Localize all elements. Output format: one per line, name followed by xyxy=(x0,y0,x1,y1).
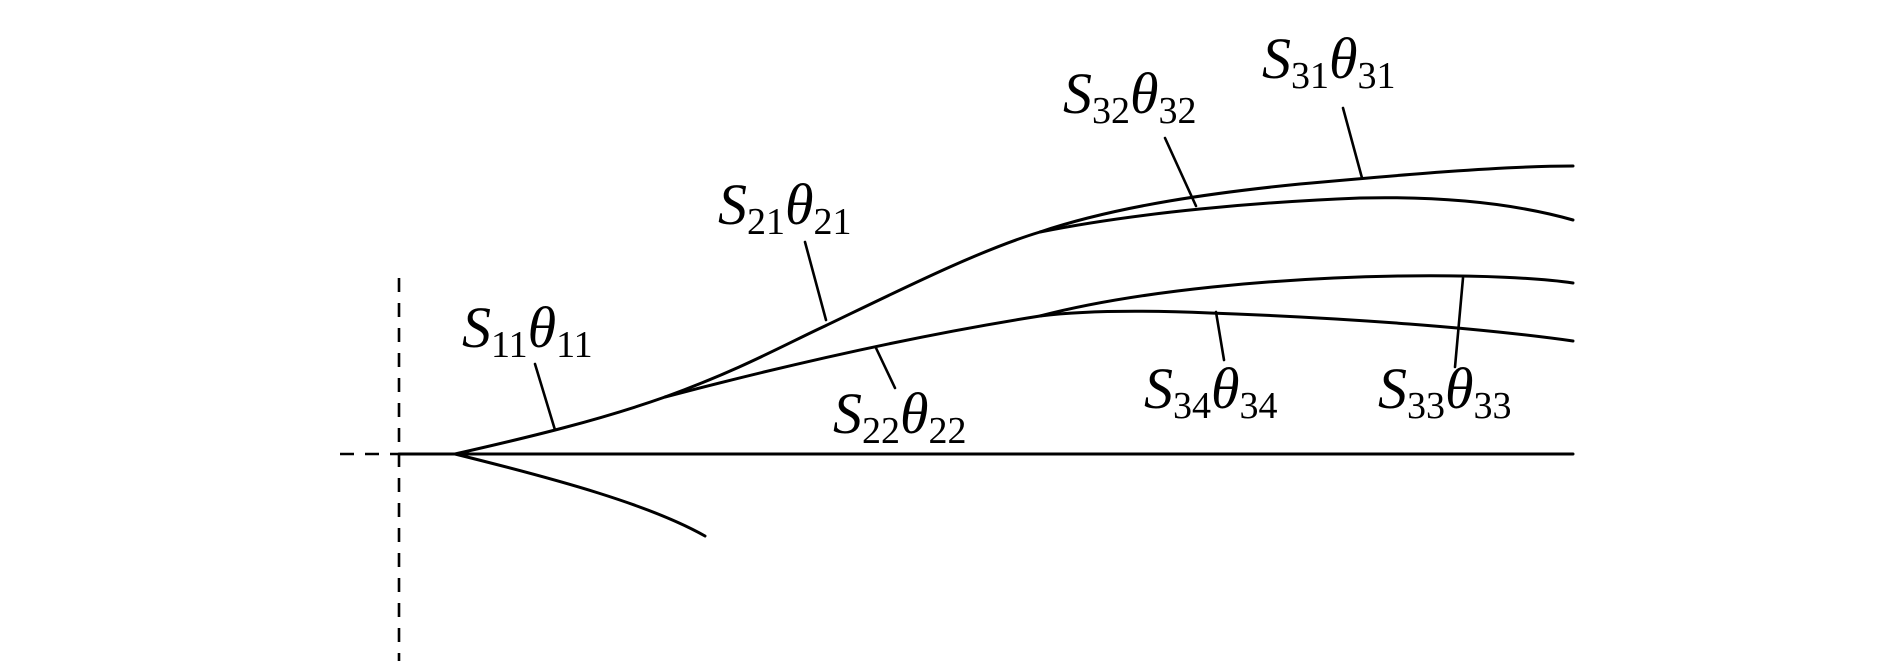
label-s32: S32θ32 xyxy=(1063,61,1197,132)
curve-s34 xyxy=(1038,309,1575,343)
label-s21: S21θ21 xyxy=(718,172,852,243)
label-s22: S22θ22 xyxy=(833,381,967,452)
curve-s31 xyxy=(1038,164,1575,234)
curve-s21 xyxy=(663,230,1042,399)
label-s33: S33θ33 xyxy=(1378,356,1512,427)
leader-s22 xyxy=(874,346,897,390)
label-s31: S31θ31 xyxy=(1262,26,1396,97)
leader-s31 xyxy=(1341,106,1364,180)
curve-s11 xyxy=(453,395,667,456)
curve-s22 xyxy=(663,314,1042,399)
leader-s32 xyxy=(1163,136,1198,208)
label-s11: S11θ11 xyxy=(462,295,593,366)
curve-s33 xyxy=(1038,274,1575,318)
leader-s21 xyxy=(803,240,828,322)
lower-branch-curve xyxy=(453,452,707,538)
curve-s32 xyxy=(1038,196,1575,234)
leader-s11 xyxy=(533,362,557,432)
leader-s34 xyxy=(1214,310,1226,362)
label-s34: S34θ34 xyxy=(1144,356,1278,427)
leader-s33 xyxy=(1453,276,1465,369)
